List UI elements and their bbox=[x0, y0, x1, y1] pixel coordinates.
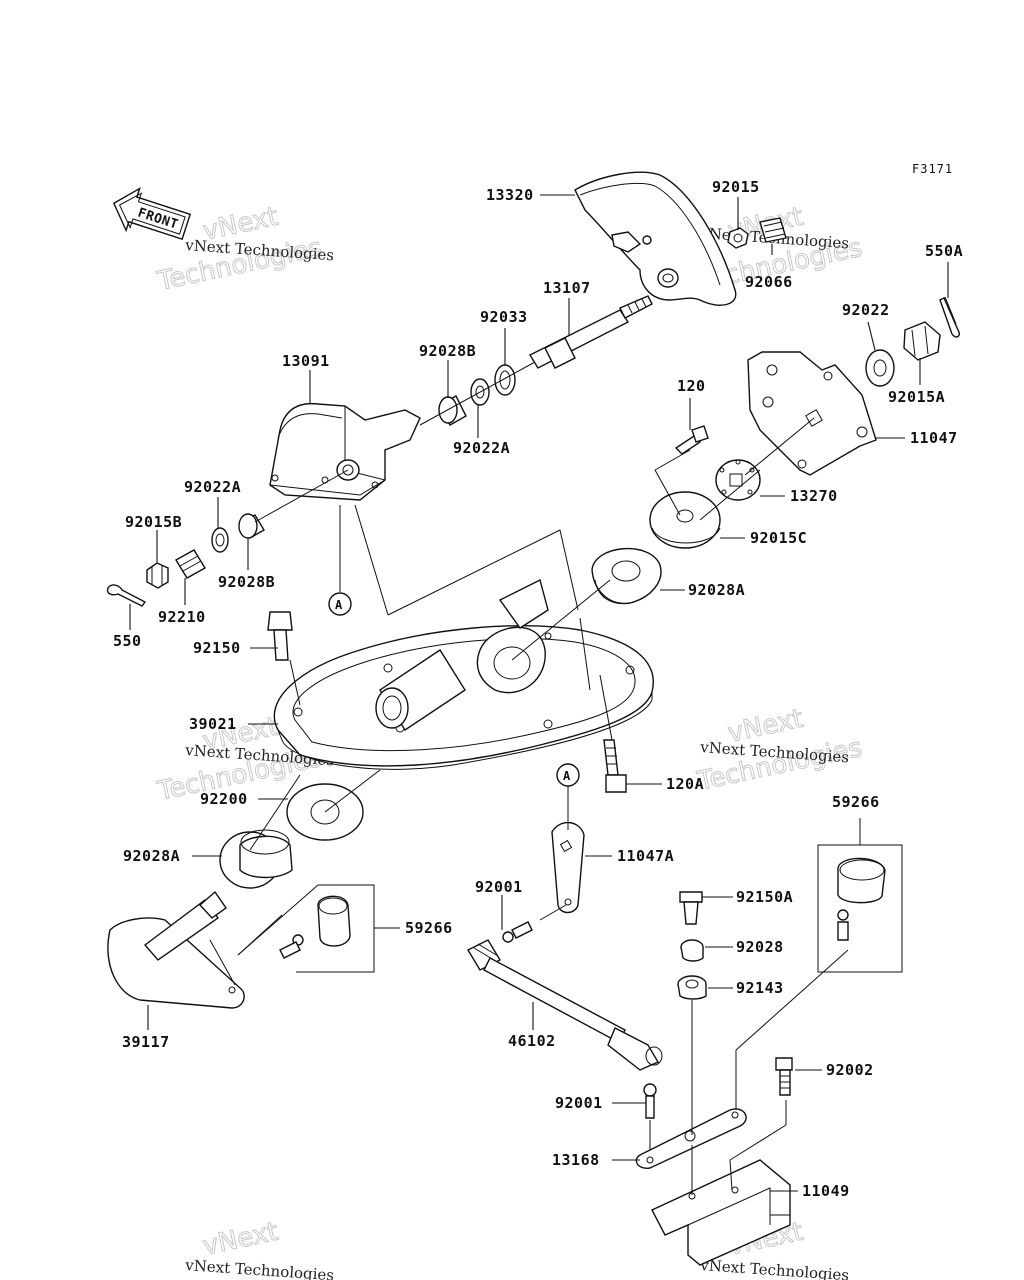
bushing-92028A-right bbox=[591, 547, 662, 605]
label-92066: 92066 bbox=[745, 273, 793, 291]
ref-mark-a: A bbox=[328, 592, 352, 616]
leader-lines bbox=[129, 194, 949, 1195]
bracket-11049 bbox=[651, 1159, 791, 1266]
label-550: 550 bbox=[113, 632, 142, 650]
label-92015B: 92015B bbox=[125, 513, 182, 531]
spring-92066 bbox=[759, 217, 787, 243]
watermark-text: vNext Technologies bbox=[699, 1256, 850, 1280]
arm-11047A bbox=[551, 821, 585, 914]
watermark-outline: vNext bbox=[200, 1217, 281, 1262]
joint-59266-left bbox=[279, 895, 351, 959]
shaft-13107 bbox=[529, 295, 653, 369]
label-92150: 92150 bbox=[193, 639, 241, 657]
bracket-11047 bbox=[747, 351, 877, 476]
bolt-120A bbox=[603, 739, 627, 793]
label-550A: 550A bbox=[925, 242, 963, 260]
label-39117: 39117 bbox=[122, 1033, 170, 1051]
label-11047A: 11047A bbox=[617, 847, 674, 865]
svg-text:A: A bbox=[335, 598, 343, 612]
figure-code: F3171 bbox=[912, 162, 953, 176]
label-92022: 92022 bbox=[842, 301, 890, 319]
label-92001-low: 92001 bbox=[555, 1094, 603, 1112]
label-92015: 92015 bbox=[712, 178, 760, 196]
label-59266-right: 59266 bbox=[832, 793, 880, 811]
adjuster-92210 bbox=[175, 549, 206, 579]
label-92022A-top: 92022A bbox=[453, 439, 510, 457]
washer-92022 bbox=[865, 349, 895, 387]
lever-39117 bbox=[107, 890, 245, 1009]
bushing-92028A-left bbox=[219, 829, 293, 889]
plate-13168 bbox=[635, 1108, 747, 1169]
bolt-92002 bbox=[775, 1057, 793, 1096]
label-92200: 92200 bbox=[200, 790, 248, 808]
castle-nut-92015A bbox=[903, 321, 941, 361]
collar-92028 bbox=[680, 939, 704, 962]
label-92028A-right: 92028A bbox=[688, 581, 745, 599]
bolt-92150 bbox=[267, 611, 293, 661]
bushing-92028B-top bbox=[438, 395, 467, 426]
cap-92015C bbox=[649, 491, 721, 549]
label-120A: 120A bbox=[666, 775, 704, 793]
circlip-92033 bbox=[494, 364, 516, 396]
label-92150A: 92150A bbox=[736, 888, 793, 906]
bushing-92028B bbox=[238, 513, 265, 539]
label-11047: 11047 bbox=[910, 429, 958, 447]
label-120: 120 bbox=[677, 377, 706, 395]
front-arrow-icon: FRONT bbox=[112, 187, 192, 240]
label-13320: 13320 bbox=[486, 186, 534, 204]
label-92210: 92210 bbox=[158, 608, 206, 626]
label-59266-left: 59266 bbox=[405, 919, 453, 937]
ball-joint-92001-low bbox=[643, 1083, 657, 1119]
cotter-pin-550A bbox=[939, 296, 961, 338]
label-92002: 92002 bbox=[826, 1061, 874, 1079]
svg-text:A: A bbox=[563, 769, 571, 783]
label-11049: 11049 bbox=[802, 1182, 850, 1200]
label-13107: 13107 bbox=[543, 279, 591, 297]
label-46102: 46102 bbox=[508, 1032, 556, 1050]
washer-92022A bbox=[211, 527, 229, 553]
watermark-text: vNext Technologies bbox=[184, 1256, 335, 1280]
bolt-92150A bbox=[679, 891, 703, 925]
rod-46102 bbox=[467, 939, 663, 1071]
label-13091: 13091 bbox=[282, 352, 330, 370]
label-92028: 92028 bbox=[736, 938, 784, 956]
collar-92143 bbox=[677, 975, 707, 1000]
castle-nut-92015B bbox=[146, 562, 169, 589]
label-13168: 13168 bbox=[552, 1151, 600, 1169]
label-92015A: 92015A bbox=[888, 388, 945, 406]
base-plate-39021 bbox=[273, 578, 654, 770]
ball-joint-92001-mid bbox=[502, 921, 533, 943]
cotter-pin-550 bbox=[106, 584, 147, 607]
label-92033: 92033 bbox=[480, 308, 528, 326]
label-92028B-top: 92028B bbox=[419, 342, 476, 360]
bolt-120 bbox=[674, 425, 709, 455]
joint-59266-right bbox=[837, 857, 886, 941]
label-92015C: 92015C bbox=[750, 529, 807, 547]
label-92028A-left: 92028A bbox=[123, 847, 180, 865]
label-13270: 13270 bbox=[790, 487, 838, 505]
label-39021: 39021 bbox=[189, 715, 237, 733]
housing-13091 bbox=[269, 402, 421, 501]
nut-92015 bbox=[727, 227, 749, 249]
label-92143: 92143 bbox=[736, 979, 784, 997]
part-labels: 13320 92015 92066 550A 13107 92033 92022… bbox=[113, 178, 963, 1200]
label-92022A: 92022A bbox=[184, 478, 241, 496]
spline-disc-13270 bbox=[715, 459, 761, 501]
label-92028B: 92028B bbox=[218, 573, 275, 591]
ref-mark-a: A bbox=[556, 763, 580, 787]
label-92001-mid: 92001 bbox=[475, 878, 523, 896]
handle-13320 bbox=[574, 171, 737, 306]
